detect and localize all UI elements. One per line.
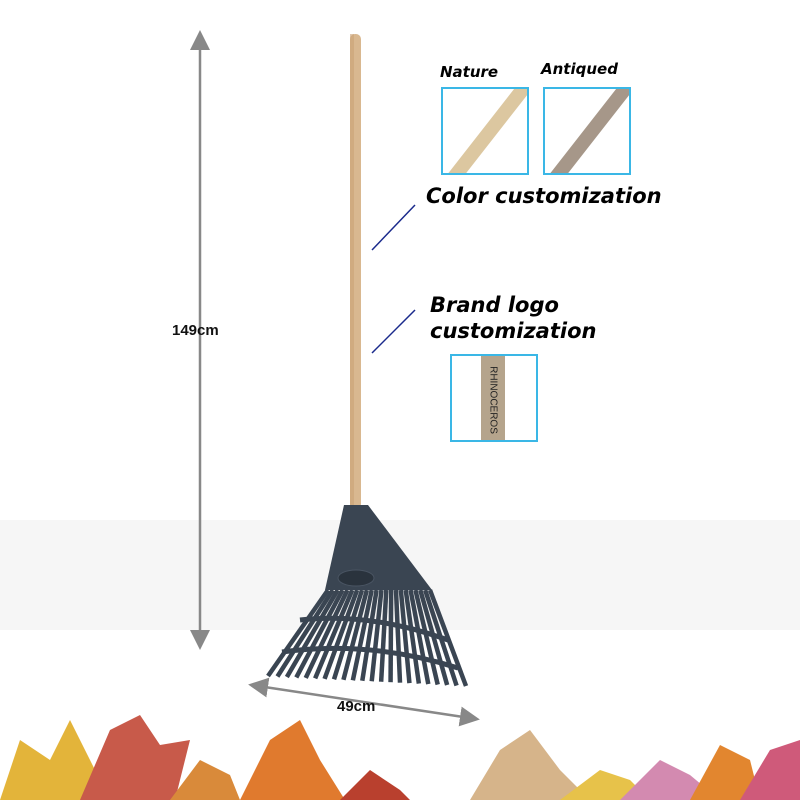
rake-tine — [341, 589, 370, 681]
rake-tine — [303, 589, 350, 679]
rake-tine — [369, 589, 384, 682]
width-dimension-arrow — [248, 677, 480, 727]
autumn-leaves-decoration — [0, 715, 800, 800]
rake-tine — [331, 589, 365, 681]
rake-head — [266, 505, 469, 687]
logo-caption-line-1: Brand logo — [430, 293, 559, 317]
brand-logo-sample: RHINOCEROS — [450, 354, 538, 442]
rake-tine — [294, 588, 345, 679]
option-label-nature: Nature — [440, 63, 499, 81]
rake-tine — [350, 589, 374, 681]
rake-tine — [266, 588, 330, 678]
width-label: 49cm — [337, 698, 376, 715]
color-customization-caption: Color customization — [426, 184, 662, 208]
logo-pointer-line — [371, 309, 416, 354]
rake-tine — [284, 588, 340, 679]
color-pointer-line — [371, 204, 416, 251]
rake-tine — [378, 589, 389, 682]
logo-customization-caption: Brand logo customization — [430, 292, 596, 344]
color-swatch-nature[interactable] — [441, 87, 529, 175]
brand-logo-text: RHINOCEROS — [487, 366, 499, 434]
rake-tine — [313, 589, 355, 680]
rake-tine — [322, 589, 360, 680]
rake-tine — [403, 589, 422, 684]
height-label: 149cm — [172, 322, 219, 339]
color-swatch-antiqued[interactable] — [543, 87, 631, 175]
logo-caption-line-2: customization — [430, 319, 597, 343]
rake-handle — [350, 34, 361, 509]
rake-tine — [413, 589, 440, 686]
rake-tine — [393, 589, 403, 683]
rake-tine — [408, 589, 431, 685]
rake-tine — [398, 589, 412, 684]
rake-tine — [388, 589, 394, 683]
rake-tine — [360, 589, 379, 682]
rake-tine — [275, 588, 335, 678]
option-label-antiqued: Antiqued — [541, 60, 618, 78]
